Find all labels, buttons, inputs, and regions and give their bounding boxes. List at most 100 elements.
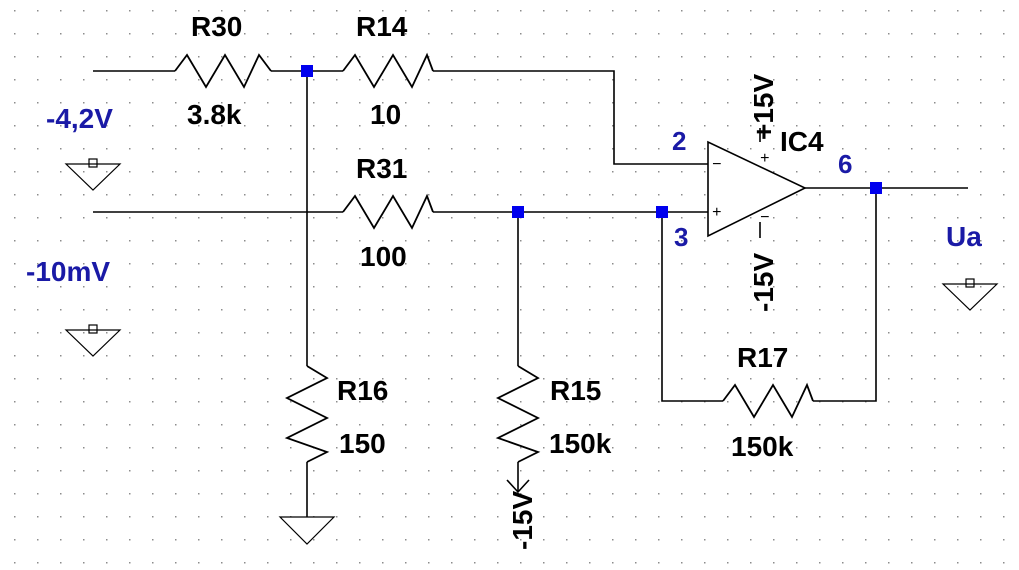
- grid-dot: [589, 516, 591, 518]
- grid-dot: [405, 56, 407, 58]
- grid-dot: [451, 447, 453, 449]
- grid-dot: [566, 447, 568, 449]
- grid-dot: [911, 309, 913, 311]
- grid-dot: [727, 286, 729, 288]
- grid-dot: [520, 148, 522, 150]
- grid-dot: [934, 79, 936, 81]
- grid-dot: [428, 562, 430, 564]
- grid-dot: [129, 125, 131, 127]
- grid-dot: [428, 148, 430, 150]
- grid-dot: [819, 263, 821, 265]
- grid-dot: [980, 79, 982, 81]
- grid-dot: [934, 56, 936, 58]
- grid-dot: [474, 263, 476, 265]
- grid-dot: [727, 562, 729, 564]
- grid-dot: [865, 79, 867, 81]
- grid-dot: [198, 10, 200, 12]
- grid-dot: [865, 516, 867, 518]
- grid-dot: [359, 516, 361, 518]
- grid-dot: [520, 33, 522, 35]
- grid-dot: [451, 516, 453, 518]
- grid-dot: [543, 539, 545, 541]
- grid-dot: [934, 539, 936, 541]
- grid-dot: [612, 148, 614, 150]
- grid-dot: [612, 102, 614, 104]
- grid-dot: [842, 56, 844, 58]
- grid-dot: [359, 125, 361, 127]
- grid-dot: [612, 355, 614, 357]
- grid-dot: [842, 194, 844, 196]
- grid-dot: [911, 148, 913, 150]
- grid-dot: [451, 171, 453, 173]
- grid-dot: [888, 516, 890, 518]
- grid-dot: [704, 332, 706, 334]
- grid-dot: [428, 424, 430, 426]
- grid-dot: [14, 401, 16, 403]
- grid-dot: [497, 10, 499, 12]
- grid-dot: [336, 33, 338, 35]
- grid-dot: [750, 309, 752, 311]
- grid-dot: [359, 263, 361, 265]
- grid-dot: [520, 401, 522, 403]
- grid-dot: [152, 424, 154, 426]
- grid-dot: [405, 516, 407, 518]
- grid-dot: [888, 378, 890, 380]
- grid-dot: [129, 217, 131, 219]
- grid-dot: [842, 378, 844, 380]
- grid-dot: [497, 470, 499, 472]
- grid-dot: [267, 332, 269, 334]
- grid-dot: [727, 332, 729, 334]
- grid-dot: [658, 286, 660, 288]
- grid-dot: [681, 378, 683, 380]
- grid-dot: [359, 309, 361, 311]
- grid-dot: [842, 79, 844, 81]
- grid-dot: [727, 424, 729, 426]
- grid-dot: [221, 424, 223, 426]
- grid-dot: [566, 56, 568, 58]
- grid-dot: [704, 33, 706, 35]
- grid-dot: [934, 424, 936, 426]
- grid-dot: [773, 539, 775, 541]
- grid-dot: [497, 562, 499, 564]
- grid-dot: [727, 447, 729, 449]
- grid-dot: [14, 539, 16, 541]
- grid-dot: [934, 148, 936, 150]
- r15-value: 150k: [549, 428, 612, 459]
- grid-dot: [773, 447, 775, 449]
- grid-dot: [382, 401, 384, 403]
- grid-dot: [313, 378, 315, 380]
- grid-dot: [129, 401, 131, 403]
- grid-dot: [589, 470, 591, 472]
- grid-dot: [842, 171, 844, 173]
- grid-dot: [704, 56, 706, 58]
- grid-dot: [589, 79, 591, 81]
- grid-dot: [1003, 56, 1005, 58]
- grid-dot: [152, 102, 154, 104]
- grid-dot: [589, 194, 591, 196]
- grid-dot: [980, 148, 982, 150]
- grid-dot: [980, 171, 982, 173]
- grid-dot: [129, 516, 131, 518]
- grid-dot: [704, 217, 706, 219]
- grid-dot: [405, 33, 407, 35]
- grid-dot: [934, 401, 936, 403]
- grid-dot: [773, 10, 775, 12]
- r17-value: 150k: [731, 431, 794, 462]
- grid-dot: [198, 309, 200, 311]
- grid-dot: [37, 493, 39, 495]
- grid-dot: [612, 332, 614, 334]
- grid-dot: [83, 562, 85, 564]
- grid-dot: [313, 33, 315, 35]
- grid-dot: [267, 447, 269, 449]
- grid-dot: [129, 171, 131, 173]
- resistor-r15: [495, 365, 541, 463]
- grid-dot: [14, 516, 16, 518]
- grid-dot: [1003, 424, 1005, 426]
- grid-dot: [244, 332, 246, 334]
- grid-dot: [244, 263, 246, 265]
- grid-dot: [37, 470, 39, 472]
- grid-dot: [589, 332, 591, 334]
- grid-dot: [267, 516, 269, 518]
- grid-dot: [290, 309, 292, 311]
- grid-dot: [635, 148, 637, 150]
